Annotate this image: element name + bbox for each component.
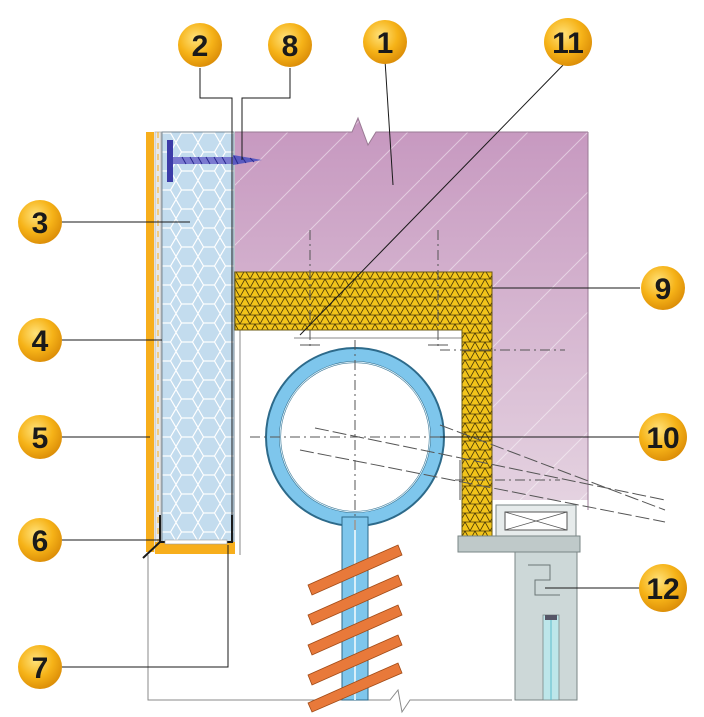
callout-label: 10	[646, 422, 679, 455]
callout-label: 11	[552, 27, 584, 60]
callout-label: 7	[32, 652, 49, 685]
callout-label: 5	[32, 422, 49, 455]
callout-4: 4	[18, 318, 62, 362]
callout-label: 12	[646, 573, 679, 606]
callout-11: 11	[544, 18, 592, 66]
callout-label: 9	[655, 273, 672, 306]
insulation-anchor	[167, 140, 262, 182]
callout-9: 9	[641, 266, 685, 310]
callout-3: 3	[18, 200, 62, 244]
leader-lines	[62, 59, 640, 668]
spring-coils	[307, 544, 403, 713]
callout-6: 6	[18, 518, 62, 562]
callout-10: 10	[639, 413, 687, 461]
callout-label: 2	[192, 30, 209, 63]
masonry-wall	[235, 116, 589, 510]
callout-label: 4	[32, 325, 49, 358]
callout-label: 1	[377, 27, 394, 60]
callout-1: 1	[363, 20, 407, 64]
callout-2: 2	[178, 23, 222, 67]
callout-5: 5	[18, 415, 62, 459]
callout-label: 3	[32, 207, 49, 240]
callout-8: 8	[268, 23, 312, 67]
window-frame	[457, 504, 581, 701]
facade-cladding	[146, 131, 162, 553]
callout-label: 8	[282, 30, 299, 63]
callout-7: 7	[18, 645, 62, 689]
insulation-panel	[161, 131, 235, 543]
axis-lines	[250, 230, 666, 530]
callout-label: 6	[32, 525, 49, 558]
callout-12: 12	[639, 564, 687, 612]
